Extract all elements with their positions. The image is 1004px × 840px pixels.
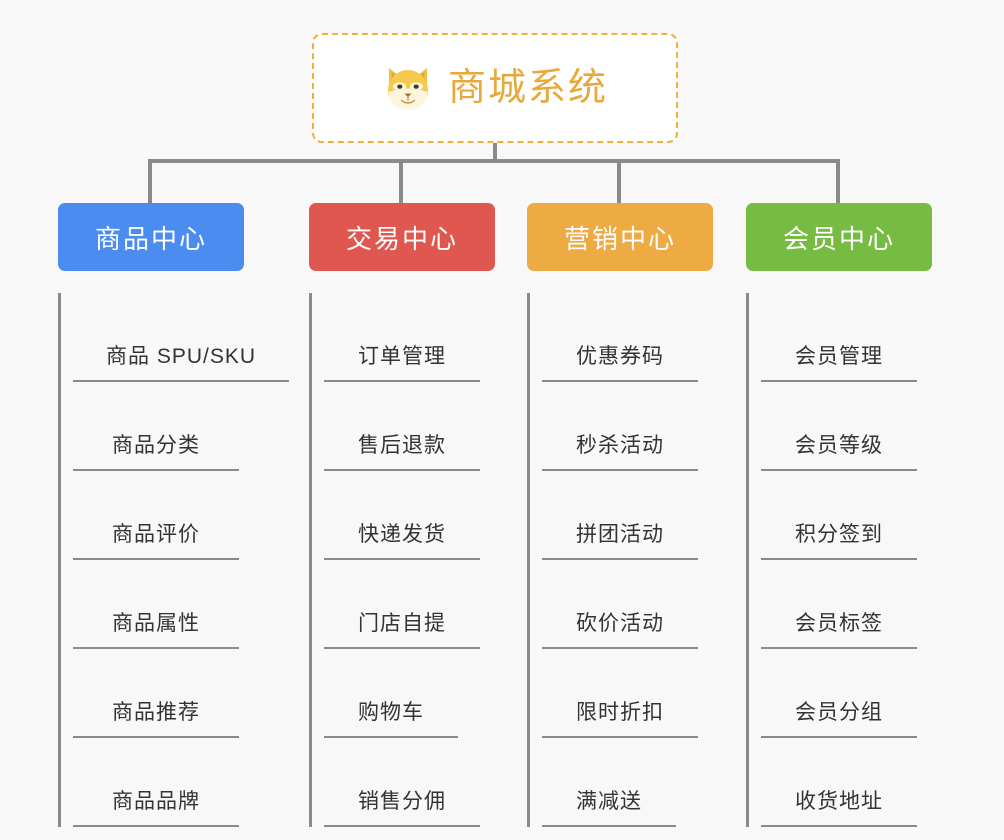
leaf-item[interactable]: 订单管理: [324, 293, 480, 382]
connector-root-stem: [493, 143, 497, 162]
column-product-center: 商品中心 商品 SPU/SKU 商品分类 商品评价 商品属性 商品推荐 商品品牌: [58, 203, 289, 827]
category-label: 会员中心: [782, 223, 895, 254]
leaf-label: 收货地址: [795, 790, 883, 813]
leaf-item[interactable]: 砍价活动: [542, 560, 698, 649]
leaf-list-product-center: 商品 SPU/SKU 商品分类 商品评价 商品属性 商品推荐 商品品牌: [58, 293, 289, 827]
leaf-label: 购物车: [358, 701, 424, 724]
leaf-item[interactable]: 会员分组: [761, 649, 917, 738]
leaf-item[interactable]: 会员管理: [761, 293, 917, 382]
root-node-mall-system[interactable]: 商城系统: [312, 33, 678, 143]
leaf-label: 商品属性: [112, 612, 200, 635]
column-member-center: 会员中心 会员管理 会员等级 积分签到 会员标签 会员分组 收货地址: [746, 203, 932, 827]
leaf-label: 满减送: [576, 790, 642, 813]
leaf-item[interactable]: 快递发货: [324, 471, 480, 560]
leaf-label: 会员分组: [795, 701, 883, 724]
leaf-item[interactable]: 秒杀活动: [542, 382, 698, 471]
connector-drop-member-center: [836, 159, 840, 205]
leaf-label: 商品推荐: [112, 701, 200, 724]
leaf-label: 会员等级: [795, 434, 883, 457]
leaf-item[interactable]: 限时折扣: [542, 649, 698, 738]
leaf-item[interactable]: 销售分佣: [324, 738, 480, 827]
leaf-item[interactable]: 门店自提: [324, 560, 480, 649]
connector-horizontal-bus: [148, 159, 840, 163]
category-box-marketing-center[interactable]: 营销中心: [527, 203, 713, 271]
leaf-label: 拼团活动: [576, 523, 664, 546]
leaf-item[interactable]: 拼团活动: [542, 471, 698, 560]
leaf-label: 会员标签: [795, 612, 883, 635]
leaf-label: 快递发货: [358, 523, 446, 546]
column-trade-center: 交易中心 订单管理 售后退款 快递发货 门店自提 购物车 销售分佣: [309, 203, 495, 827]
leaf-label: 砍价活动: [576, 612, 664, 635]
leaf-label: 商品 SPU/SKU: [105, 345, 257, 368]
leaf-item[interactable]: 商品属性: [73, 560, 239, 649]
leaf-item[interactable]: 购物车: [324, 649, 458, 738]
leaf-item[interactable]: 商品分类: [73, 382, 239, 471]
leaf-label: 积分签到: [795, 523, 883, 546]
leaf-label: 门店自提: [358, 612, 446, 635]
leaf-item[interactable]: 优惠券码: [542, 293, 698, 382]
root-title: 商城系统: [447, 67, 608, 109]
category-box-product-center[interactable]: 商品中心: [58, 203, 244, 271]
leaf-item[interactable]: 商品推荐: [73, 649, 239, 738]
leaf-item[interactable]: 商品评价: [73, 471, 239, 560]
leaf-label: 秒杀活动: [576, 434, 664, 457]
leaf-item[interactable]: 商品 SPU/SKU: [73, 293, 289, 382]
category-label: 交易中心: [345, 223, 458, 254]
leaf-item[interactable]: 商品品牌: [73, 738, 239, 827]
shiba-dog-face-icon: [382, 62, 434, 114]
connector-drop-trade-center: [399, 159, 403, 205]
leaf-label: 销售分佣: [358, 790, 446, 813]
leaf-list-marketing-center: 优惠券码 秒杀活动 拼团活动 砍价活动 限时折扣 满减送: [527, 293, 713, 827]
leaf-label: 商品品牌: [112, 790, 200, 813]
leaf-item[interactable]: 会员标签: [761, 560, 917, 649]
category-label: 营销中心: [563, 223, 676, 254]
leaf-label: 商品分类: [112, 434, 200, 457]
leaf-label: 售后退款: [358, 434, 446, 457]
leaf-item[interactable]: 售后退款: [324, 382, 480, 471]
leaf-list-member-center: 会员管理 会员等级 积分签到 会员标签 会员分组 收货地址: [746, 293, 932, 827]
category-box-trade-center[interactable]: 交易中心: [309, 203, 495, 271]
leaf-label: 限时折扣: [576, 701, 664, 724]
leaf-label: 会员管理: [795, 345, 883, 368]
leaf-label: 订单管理: [358, 345, 446, 368]
category-box-member-center[interactable]: 会员中心: [746, 203, 932, 271]
leaf-item[interactable]: 会员等级: [761, 382, 917, 471]
connector-drop-marketing-center: [617, 159, 621, 205]
column-marketing-center: 营销中心 优惠券码 秒杀活动 拼团活动 砍价活动 限时折扣 满减送: [527, 203, 713, 827]
leaf-item[interactable]: 收货地址: [761, 738, 917, 827]
connector-drop-product-center: [148, 159, 152, 205]
leaf-list-trade-center: 订单管理 售后退款 快递发货 门店自提 购物车 销售分佣: [309, 293, 495, 827]
category-label: 商品中心: [94, 223, 207, 254]
leaf-label: 商品评价: [112, 523, 200, 546]
leaf-item[interactable]: 积分签到: [761, 471, 917, 560]
leaf-label: 优惠券码: [576, 345, 664, 368]
leaf-item[interactable]: 满减送: [542, 738, 676, 827]
